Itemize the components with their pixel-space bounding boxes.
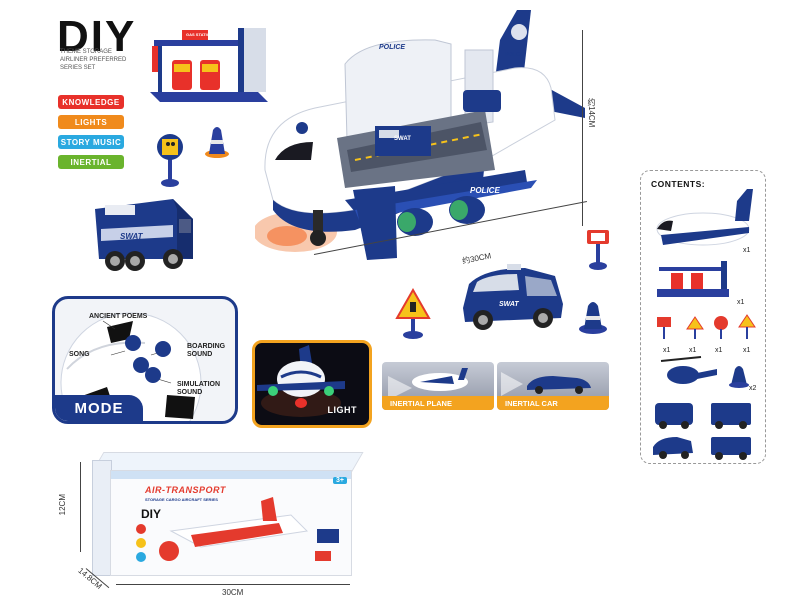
light-label: LIGHT [327, 405, 357, 415]
box-brand: AIR-TRANSPORT [145, 485, 226, 495]
feature-badge-inertial: INERTIAL [58, 155, 124, 169]
light-feature-panel: LIGHT [252, 340, 372, 428]
qty-sign-4: x1 [743, 347, 751, 354]
feature-badge-lights: LIGHTS [58, 115, 124, 129]
boarding-sound-button-image [155, 341, 171, 357]
gas-station-sign: GAS STATION [186, 32, 213, 37]
qty-plane: x1 [743, 247, 751, 254]
police-plane-image [253, 10, 590, 260]
packaging-box-image: AIR-TRANSPORT STORAGE CARGO AIRCRAFT SER… [110, 470, 352, 576]
qty-station: x1 [737, 299, 745, 306]
inertial-plane-panel: INERTIAL PLANE [382, 362, 494, 410]
inertial-car-panel: INERTIAL CAR [497, 362, 609, 410]
box-height-line [80, 462, 81, 552]
feature-badge-story-music: STORY MUSIC [58, 135, 124, 149]
cone-image-2 [578, 298, 608, 334]
height-dimension-line [582, 30, 583, 226]
qty-cones: x2 [749, 385, 757, 392]
box-subline: STORAGE CARGO AIRCRAFT SERIES [145, 497, 218, 502]
van-text: SWAT [499, 301, 519, 308]
mode-label-boarding-sound: BOARDING SOUND [187, 343, 226, 358]
mode-badge: MODE [55, 395, 143, 421]
product-subtitle: THEME STORAGE AIRLINER PREFERRED SERIES … [60, 48, 170, 72]
subtitle-line-2: AIRLINER PREFERRED [60, 57, 127, 63]
ancient-poems-button-image [125, 335, 141, 351]
box-top [92, 452, 364, 472]
mode-label-song: SONG [69, 351, 90, 358]
plane-vehicle-text: SWAT [394, 136, 411, 142]
swat-truck-image [87, 195, 205, 277]
subtitle-line-3: SERIES SET [60, 65, 96, 71]
box-height-label: 12CM [58, 494, 67, 516]
contents-title: CONTENTS: [651, 179, 706, 189]
swat-truck-text: SWAT [120, 232, 143, 241]
plane-hold-text: AIRCRAFT [516, 104, 542, 110]
contents-panel: CONTENTS: [640, 170, 766, 464]
box-side [92, 460, 112, 576]
warning-sign-image [395, 287, 431, 342]
subtitle-line-1: THEME STORAGE [60, 49, 112, 55]
simulation-sound-button-image [145, 367, 161, 383]
product-title: DIY [57, 12, 137, 61]
box-age-badge: 3+ [333, 477, 347, 484]
direction-sign-image [585, 228, 611, 272]
mode-label-simulation-sound: SIMULATION SOUND [177, 381, 221, 396]
qty-sign-2: x1 [689, 347, 697, 354]
road-sign-image [155, 133, 185, 188]
qty-sign-1: x1 [663, 347, 671, 354]
police-van-image [455, 262, 573, 334]
song-button-image [133, 357, 149, 373]
qty-sign-3: x1 [715, 347, 723, 354]
plane-fuselage-text: POLICE [505, 52, 524, 58]
height-dimension-label: 约14CM [587, 98, 596, 128]
mode-label-ancient-poems: ANCIENT POEMS [89, 313, 148, 320]
box-length-line [116, 584, 350, 585]
plane-logo-text: POLICE [379, 44, 406, 51]
feature-badge-knowledge: KNOWLEDGE [58, 95, 124, 109]
plane-wing-text: POLICE [470, 186, 500, 195]
box-diy-label: DIY [141, 507, 162, 521]
inertial-plane-label: INERTIAL PLANE [382, 396, 494, 410]
box-length-label: 30CM [222, 588, 244, 597]
inertial-car-label: INERTIAL CAR [497, 396, 609, 410]
cone-image [204, 124, 230, 158]
sound-mode-panel: ANCIENT POEMS SONG BOARDING SOUND SIMULA… [52, 296, 238, 424]
gas-station-image [150, 18, 268, 102]
